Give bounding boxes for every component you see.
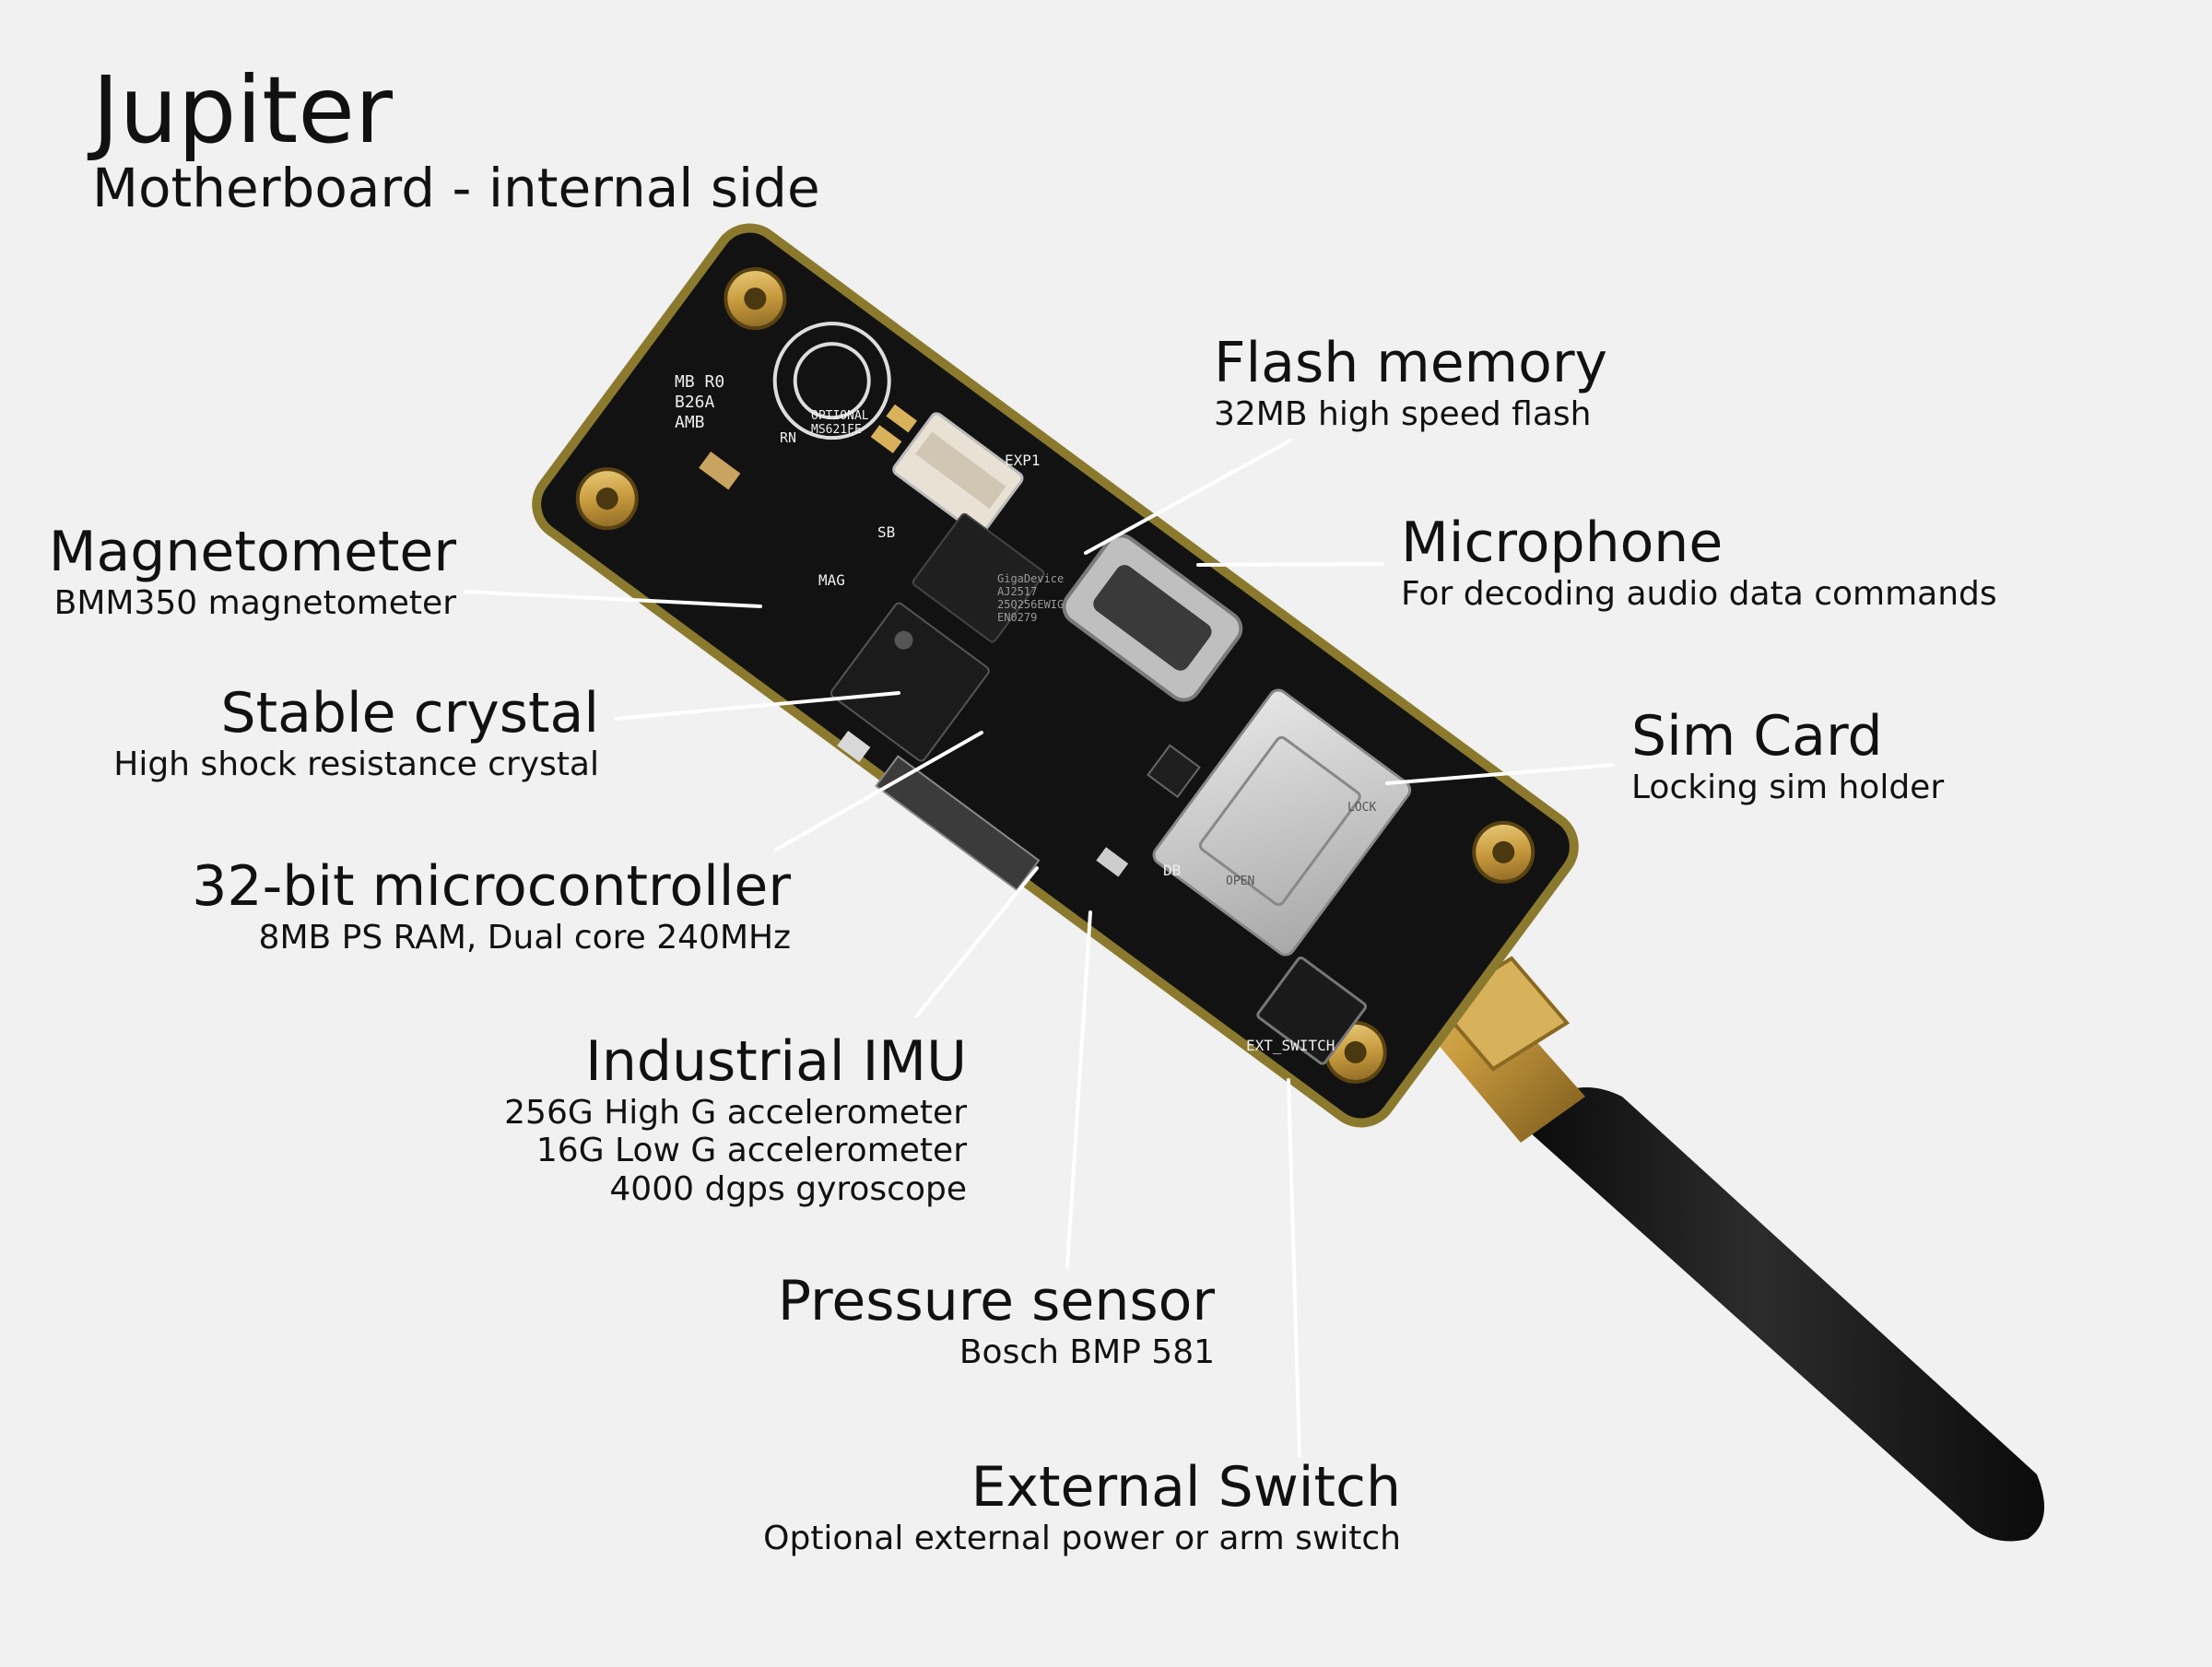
callout-flash-line: 32MB high speed flash <box>1214 395 1592 433</box>
callout-imu-line: 4000 dgps gyroscope <box>609 1169 967 1208</box>
callout-pressure: Pressure sensor Bosch BMP 581 <box>385 1269 1215 1372</box>
silk-ext-switch: EXT_SWITCH <box>1246 1037 1335 1054</box>
board-rev-line: AMB <box>675 413 705 432</box>
callout-mic-line: For decoding audio data commands <box>1401 575 1997 613</box>
callout-pressure-title: Pressure sensor <box>777 1269 1215 1333</box>
callout-flash-title: Flash memory <box>1214 331 1608 395</box>
callout-imu-line: 16G Low G accelerometer <box>535 1132 967 1170</box>
leader-line-sim <box>1385 763 1615 785</box>
callout-mcu: 32-bit microcontroller 8MB PS RAM, Dual … <box>0 855 791 957</box>
sim-holder <box>1152 688 1412 957</box>
callout-sim-line: Locking sim holder <box>1631 769 1945 806</box>
callout-mcu-line: 8MB PS RAM, Dual core 240MHz <box>258 919 791 957</box>
callout-imu-title: Industrial IMU <box>585 1029 967 1094</box>
leader-line-imu <box>915 866 1039 1017</box>
flash-chip-marking: 25Q256EWIG <box>997 598 1064 611</box>
silk-optional: OPTIONAL <box>811 409 869 423</box>
leader-line-ext <box>1287 1078 1301 1458</box>
coin-cell-footprint <box>772 322 891 440</box>
callout-mag-title: Magnetometer <box>48 520 456 584</box>
callout-sim-title: Sim Card <box>1631 704 1883 769</box>
callout-mag: Magnetometer BMM350 magnetometer <box>0 520 456 623</box>
page-title: Jupiter <box>92 56 393 164</box>
callout-crystal: Stable crystal High shock resistance cry… <box>0 681 599 784</box>
callout-imu: Industrial IMU 256G High G accelerometer… <box>137 1030 967 1208</box>
board-rev-line: B26A <box>675 393 715 412</box>
board-connector <box>875 755 1041 892</box>
flash-chip-marking: GigaDevice <box>997 572 1064 585</box>
leader-line-mag <box>464 590 762 608</box>
silk-optional: MS621FE <box>811 423 862 437</box>
callout-sim: Sim Card Locking sim holder <box>1631 704 2212 807</box>
callout-imu-line: 256G High G accelerometer <box>504 1094 967 1132</box>
callout-mic: Microphone For decoding audio data comma… <box>1401 511 2212 614</box>
silk-rn: RN <box>780 429 796 446</box>
callout-ext-title: External Switch <box>971 1455 1401 1520</box>
board-rev-line: MB R0 <box>675 372 724 392</box>
antenna-body <box>1521 1087 2044 1542</box>
leader-line-mcu <box>774 731 983 851</box>
sim-lock-mark: LOCK <box>1347 801 1376 815</box>
callout-flash: Flash memory 32MB high speed flash <box>1214 331 2043 434</box>
silk-db: DB <box>1163 862 1181 879</box>
silk-sb: SB <box>877 523 895 541</box>
ext-switch <box>1256 956 1368 1065</box>
callout-ext: External Switch Optional external power … <box>571 1455 1401 1558</box>
callout-ext-line: Optional external power or arm switch <box>763 1520 1401 1557</box>
flash-chip-marking: EN0279 <box>997 611 1037 624</box>
leader-line-mic <box>1196 562 1384 567</box>
antenna <box>1373 931 2044 1542</box>
callout-crystal-title: Stable crystal <box>220 681 599 745</box>
leader-line-pressure <box>1065 910 1092 1269</box>
callout-mic-title: Microphone <box>1401 511 1724 575</box>
mcu-chip <box>830 602 990 762</box>
leader-line-flash <box>1084 439 1292 555</box>
flash-chip <box>912 512 1045 643</box>
flash-chip-marking: AJ2517 <box>997 585 1037 598</box>
sim-open-mark: OPEN <box>1226 875 1254 888</box>
leader-lines <box>464 439 1615 1458</box>
silk-mag: MAG <box>818 571 845 589</box>
callout-crystal-line: High shock resistance crystal <box>113 745 599 783</box>
leader-line-crystal <box>614 691 900 721</box>
callout-pressure-line: Bosch BMP 581 <box>959 1333 1215 1371</box>
callout-mag-line: BMM350 magnetometer <box>53 584 456 622</box>
callout-mcu-title: 32-bit microcontroller <box>192 854 791 919</box>
page-subtitle: Motherboard - internal side <box>92 157 820 219</box>
silk-exp: EXP1 <box>1005 452 1041 469</box>
